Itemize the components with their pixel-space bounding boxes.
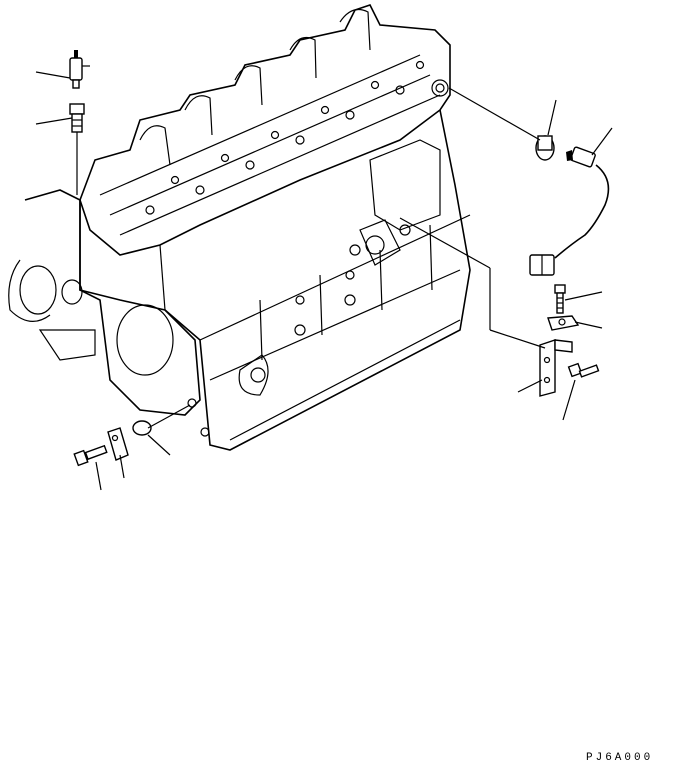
bolt-right-upper — [554, 284, 566, 314]
engine-block — [8, 4, 471, 451]
bolt-lower-left — [73, 444, 108, 467]
plug-right — [535, 135, 555, 161]
bolt-right-lower — [567, 362, 600, 378]
clamp-lower-left — [107, 427, 129, 461]
clamp-right — [547, 315, 580, 331]
sensor-right-harness — [529, 146, 610, 276]
bracket-right — [539, 339, 573, 397]
figure-code: PJ6A000 — [586, 752, 654, 764]
adapter-top-left — [69, 103, 85, 195]
plug-lower-left — [132, 420, 152, 436]
leader-lines — [35, 71, 613, 491]
sensor-top-left — [69, 50, 90, 89]
